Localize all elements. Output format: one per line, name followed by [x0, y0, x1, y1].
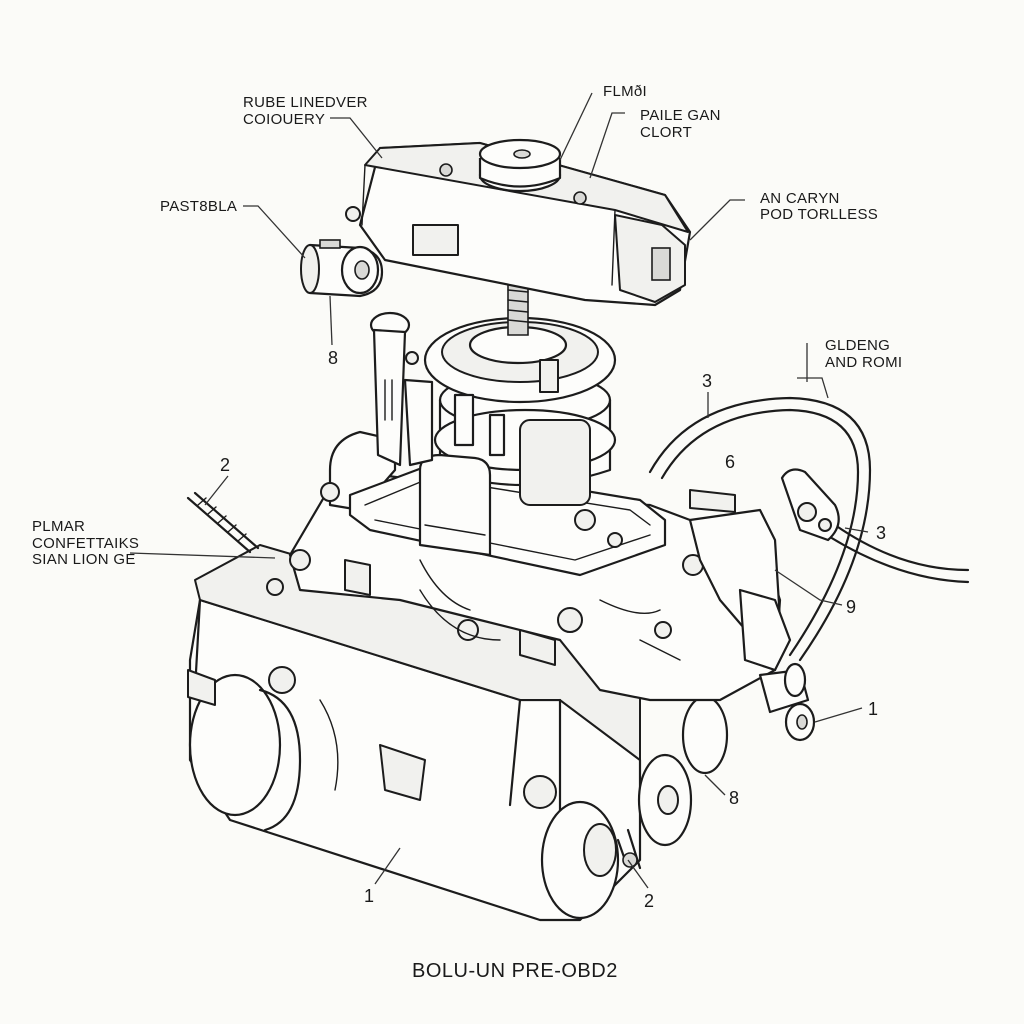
callout-number: 6 — [725, 452, 735, 472]
air-cleaner-lid — [345, 138, 692, 307]
label-left-middle-line2: CONFETTAIKS — [32, 535, 139, 552]
label-top-center: FLMðI — [603, 83, 647, 100]
callout-number: 1 — [364, 886, 374, 906]
callout-number: 9 — [846, 597, 856, 617]
label-top-left-line1: RUBE LINEDVER — [243, 94, 368, 111]
label-top-left-line2: COIOUERY — [243, 111, 325, 128]
callout-number: 3 — [876, 523, 886, 543]
fuel-pipe — [369, 311, 434, 467]
label-right-middle-line1: GLDENG — [825, 337, 890, 354]
vacuum-hose — [648, 396, 970, 742]
dipstick — [186, 491, 260, 554]
leader-lines — [129, 92, 869, 889]
label-top-right-line1: PAILE GAN — [640, 107, 721, 124]
label-right-upper-line1: AN CARYN — [760, 190, 840, 207]
label-left-middle-line1: PLMAR — [32, 518, 85, 535]
label-right-upper-line2: POD TORLLESS — [760, 206, 878, 223]
callout-number: 2 — [644, 891, 654, 911]
diagram-caption: BOLU-UN PRE-OBD2 — [412, 960, 618, 982]
callout-number: 1 — [868, 699, 878, 719]
callout-number: 3 — [702, 371, 712, 391]
label-left-upper: PAST8BLA — [160, 198, 237, 215]
sensor-part — [300, 239, 384, 298]
callout-number: 8 — [729, 788, 739, 808]
label-right-middle-line2: AND ROMI — [825, 354, 902, 371]
callout-number: 2 — [220, 455, 230, 475]
callout-number: 8 — [328, 348, 338, 368]
label-left-middle-line3: SIAN LION GE — [32, 551, 136, 568]
carburetor — [348, 279, 667, 577]
label-top-right-line2: CLORT — [640, 124, 692, 141]
